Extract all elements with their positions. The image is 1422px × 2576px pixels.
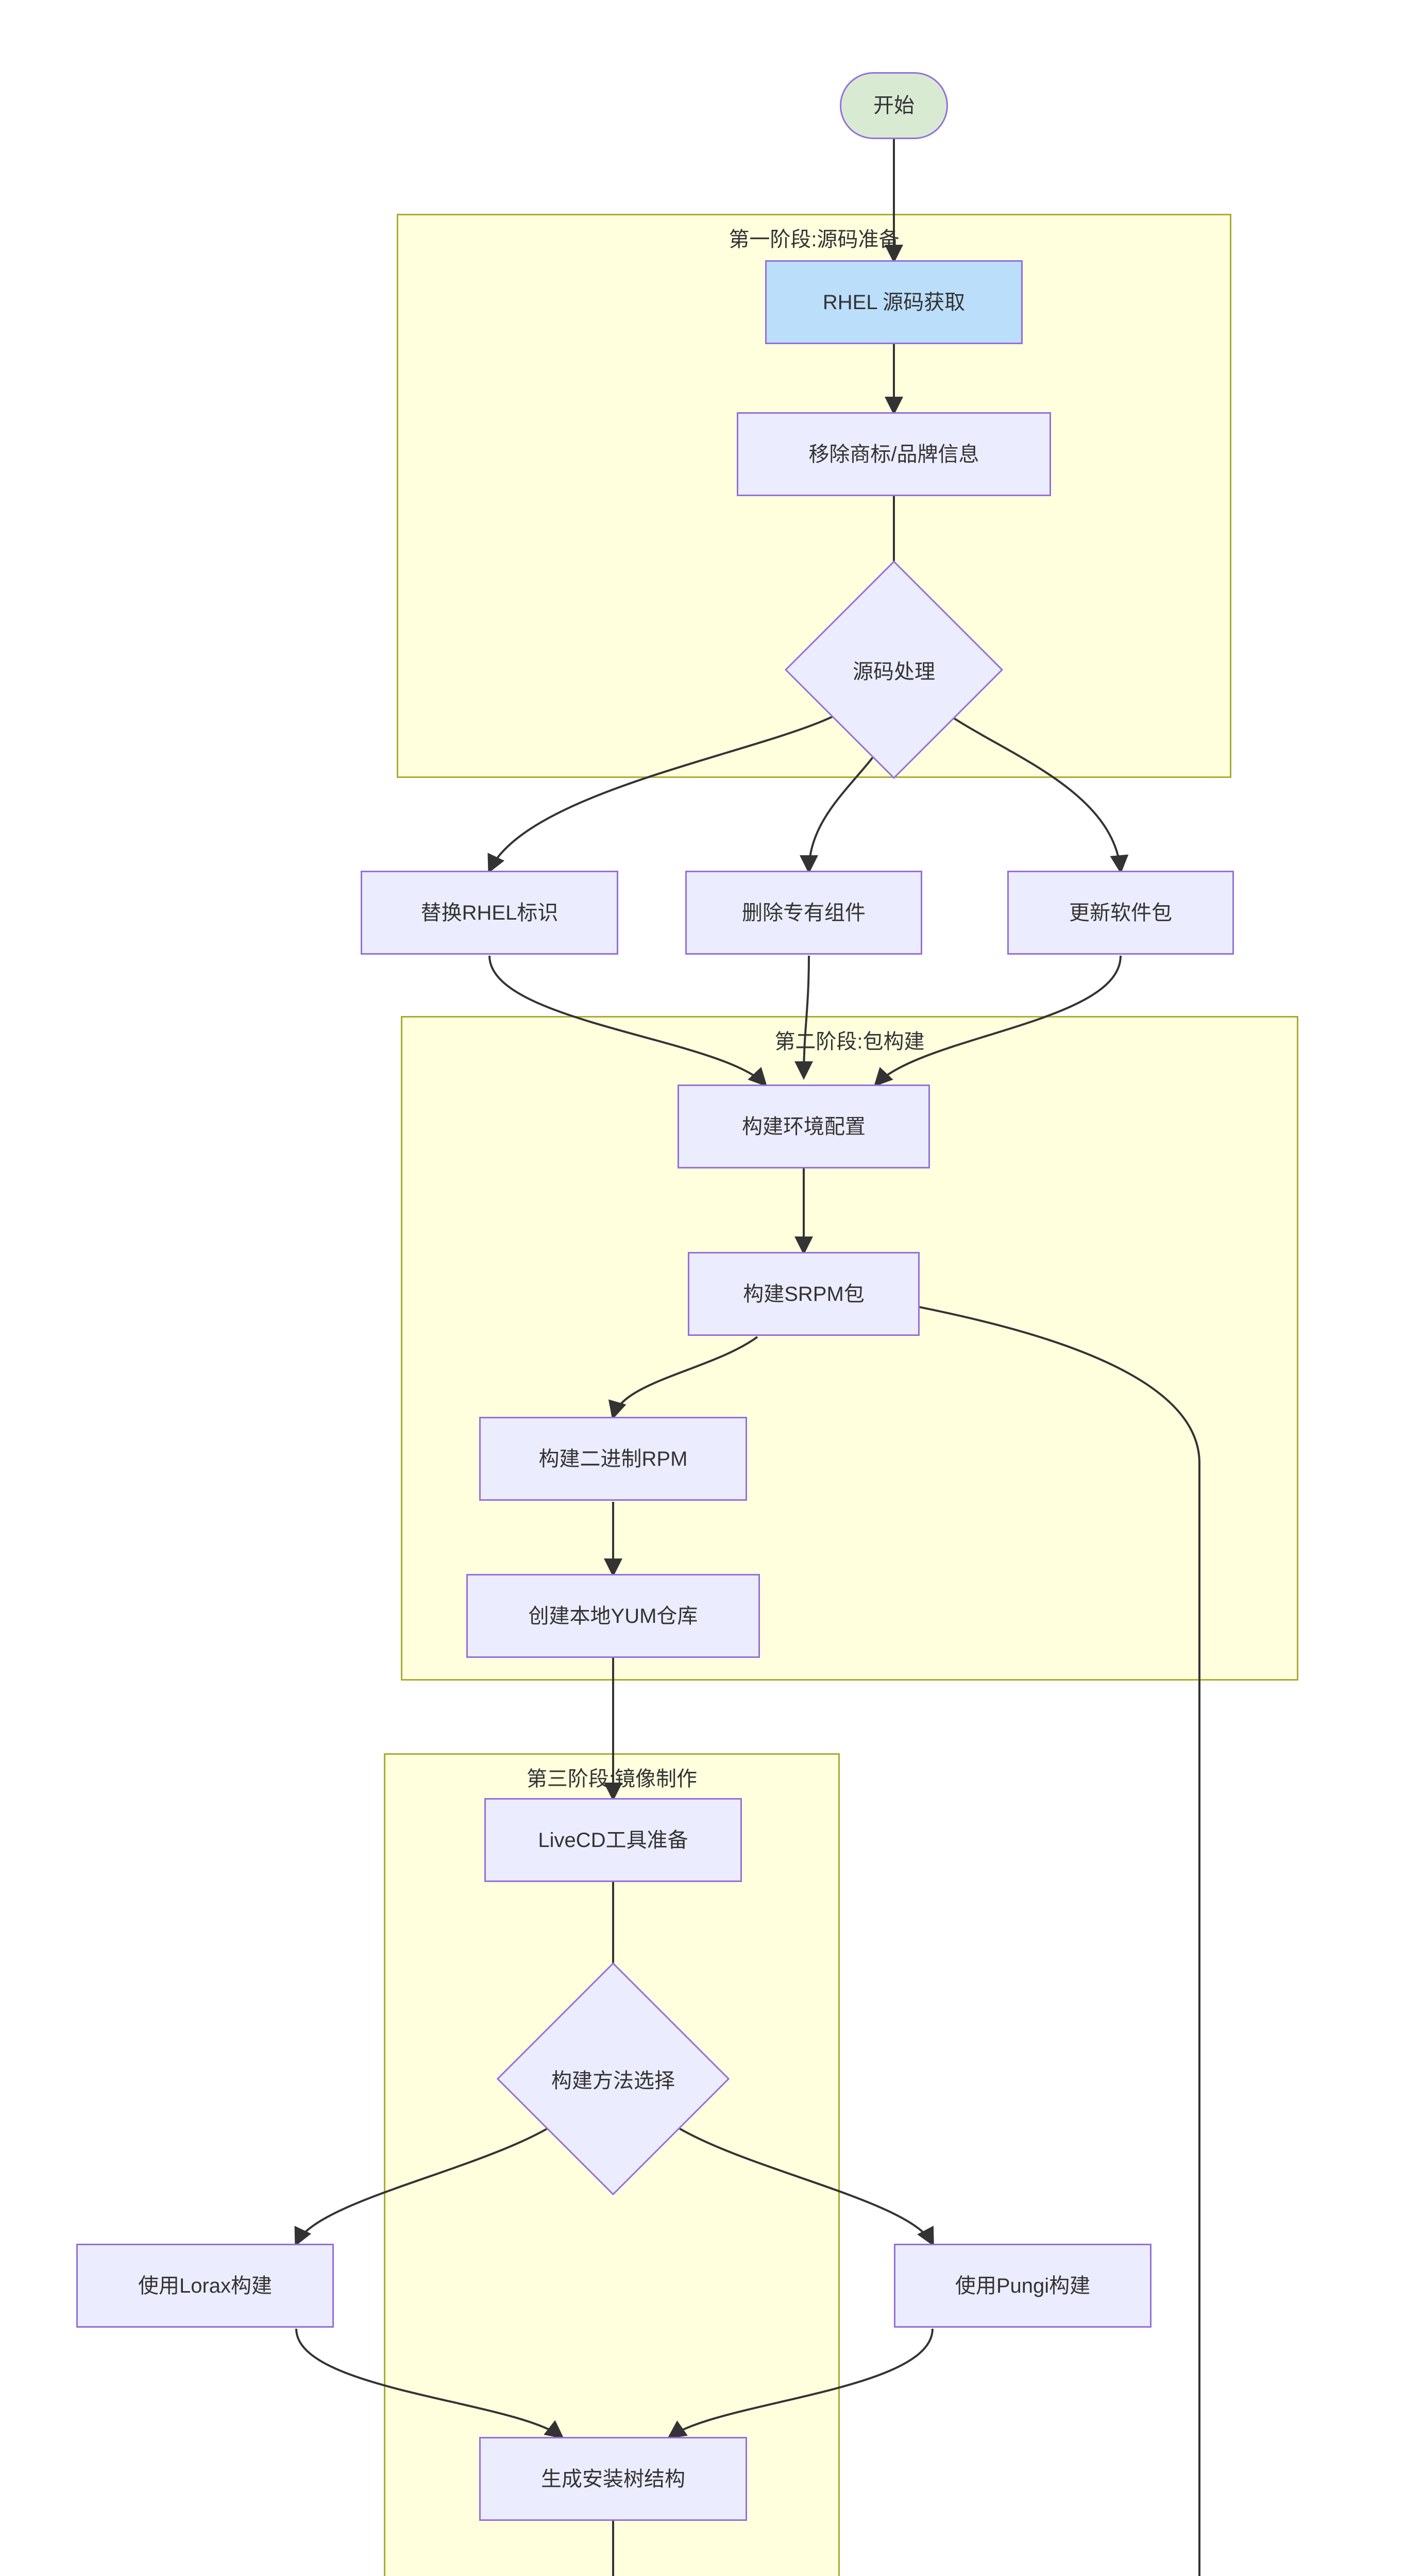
node-install-tree[interactable]: 生成安装树结构	[479, 2437, 747, 2521]
node-source-process[interactable]: 源码处理	[784, 560, 1004, 779]
node-build-env[interactable]: 构建环境配置	[678, 1084, 930, 1168]
node-livecd-tools[interactable]: LiveCD工具准备	[484, 1798, 742, 1882]
node-livecd-tools-label: LiveCD工具准备	[538, 1828, 688, 1852]
node-remove-proprietary-label: 删除专有组件	[742, 901, 866, 924]
node-install-tree-label: 生成安装树结构	[541, 2467, 685, 2490]
node-rhel-source-label: RHEL 源码获取	[822, 291, 966, 314]
node-rhel-source[interactable]: RHEL 源码获取	[765, 260, 1023, 344]
node-update-packages[interactable]: 更新软件包	[1007, 871, 1234, 955]
node-build-srpm-label: 构建SRPM包	[743, 1282, 865, 1306]
node-create-yum-repo[interactable]: 创建本地YUM仓库	[466, 1574, 760, 1658]
subgraph-phase2-title: 第二阶段:包构建	[774, 1030, 925, 1053]
subgraph-phase3-title: 第三阶段:镜像制作	[526, 1768, 698, 1790]
node-build-binary-rpm-label: 构建二进制RPM	[538, 1447, 688, 1470]
node-replace-rhel-mark[interactable]: 替换RHEL标识	[361, 871, 618, 955]
node-use-lorax-label: 使用Lorax构建	[138, 2274, 273, 2297]
node-remove-brand[interactable]: 移除商标/品牌信息	[737, 412, 1051, 496]
node-use-pungi-label: 使用Pungi构建	[955, 2274, 1091, 2297]
node-source-process-label: 源码处理	[853, 660, 935, 683]
node-start-label: 开始	[873, 94, 915, 117]
node-remove-brand-label: 移除商标/品牌信息	[808, 443, 979, 466]
node-use-lorax[interactable]: 使用Lorax构建	[76, 2244, 334, 2328]
node-build-binary-rpm[interactable]: 构建二进制RPM	[479, 1417, 747, 1501]
node-build-method[interactable]: 构建方法选择	[496, 1962, 730, 2196]
subgraph-phase1-title: 第一阶段:源码准备	[729, 228, 900, 251]
node-create-yum-repo-label: 创建本地YUM仓库	[528, 1604, 698, 1628]
node-start[interactable]: 开始	[840, 72, 948, 139]
node-build-srpm[interactable]: 构建SRPM包	[688, 1252, 920, 1336]
node-remove-proprietary[interactable]: 删除专有组件	[685, 871, 922, 955]
node-build-env-label: 构建环境配置	[742, 1115, 866, 1138]
node-update-packages-label: 更新软件包	[1069, 901, 1172, 924]
node-build-method-label: 构建方法选择	[551, 2070, 675, 2092]
node-use-pungi[interactable]: 使用Pungi构建	[894, 2244, 1152, 2328]
node-replace-rhel-mark-label: 替换RHEL标识	[420, 901, 558, 924]
